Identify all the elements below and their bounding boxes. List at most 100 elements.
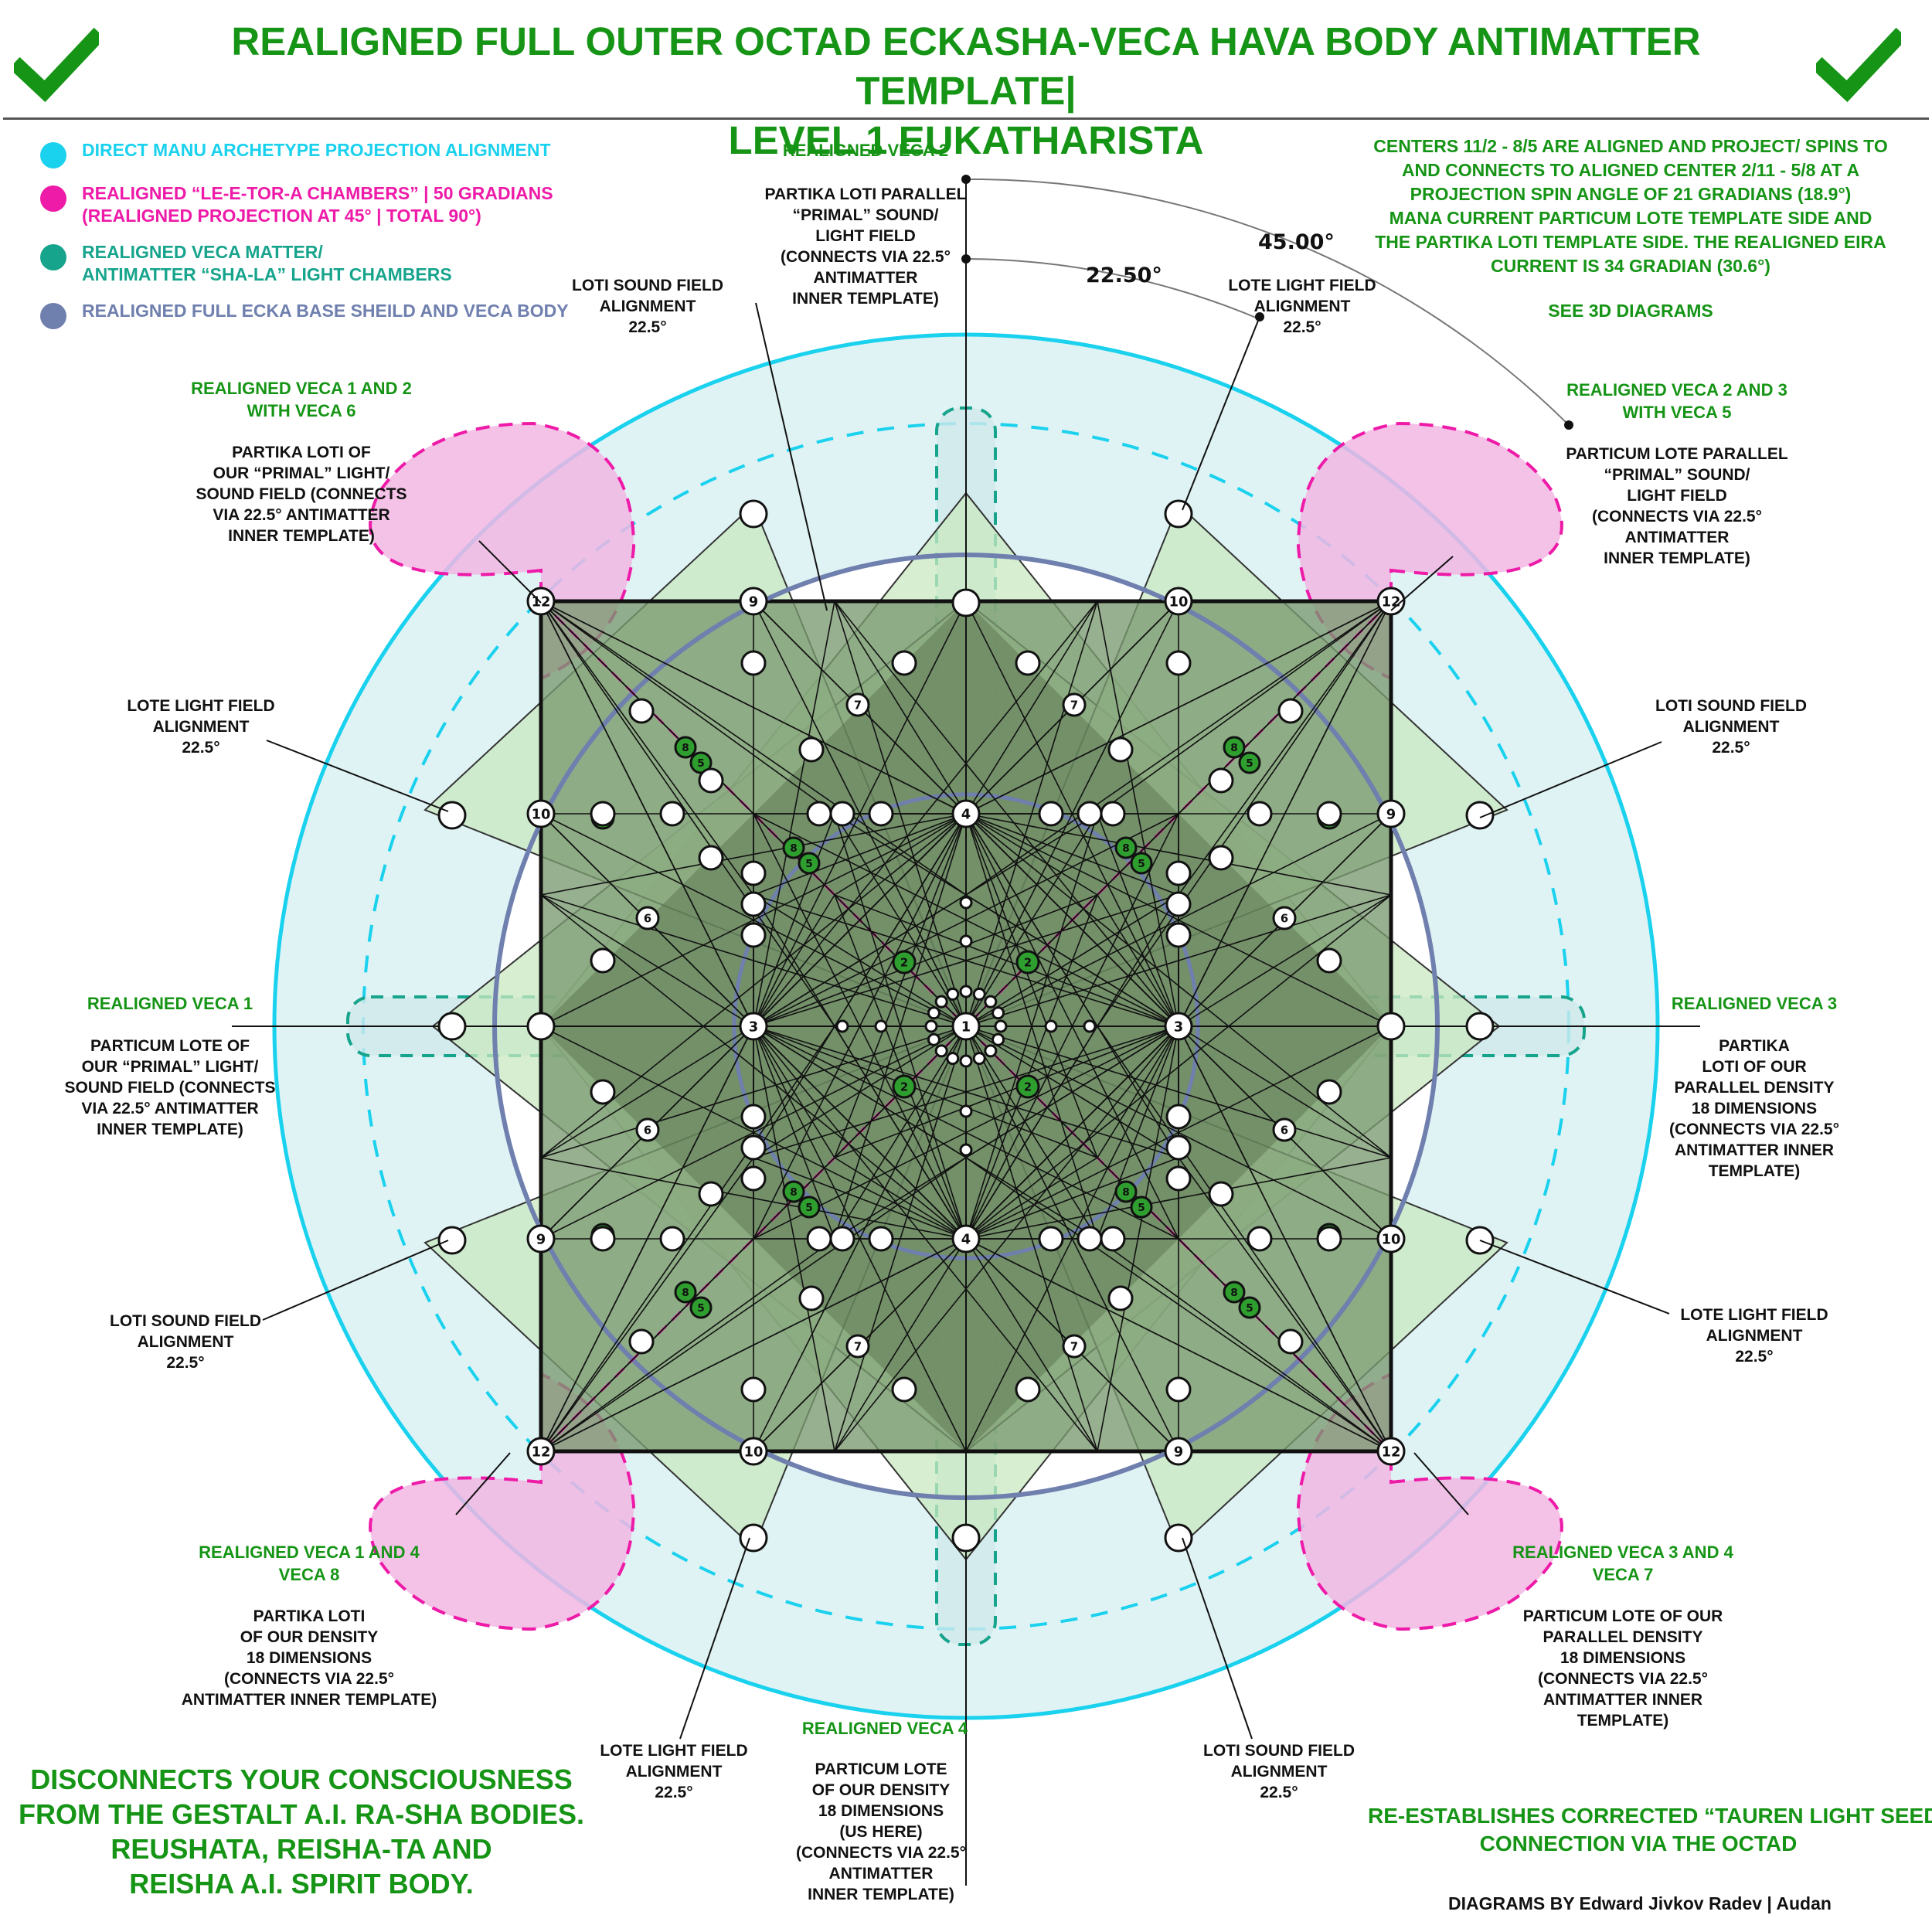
network-line (834, 600, 1179, 1027)
node-number: 5 (1138, 1202, 1145, 1214)
node-5 (689, 1296, 713, 1319)
inner-node (628, 1328, 655, 1355)
arc-endpoint (1564, 420, 1573, 430)
veca-4-title: REALIGNED VECA 4 (801, 1719, 968, 1738)
node-number: 8 (682, 742, 689, 754)
center-cluster-node (934, 1044, 948, 1058)
inner-node (590, 801, 616, 827)
legend-item-slate: REALIGNED FULL ECKA BASE SHEILD AND VECA… (40, 300, 569, 329)
inner-node (806, 1226, 832, 1252)
node-2 (1015, 1074, 1040, 1099)
legend-swatch (40, 303, 66, 329)
veca-3-4-title: REALIGNED VECA 3 AND 4 VECA 7 (1512, 1543, 1733, 1584)
node-number: 8 (682, 1287, 689, 1299)
center-cluster-node (959, 985, 973, 998)
node-3 (739, 1012, 768, 1041)
network-line (540, 1026, 754, 1452)
veca-1-4-title: REALIGNED VECA 1 AND 4 VECA 8 (199, 1543, 420, 1584)
inner-node (1316, 1079, 1342, 1105)
lote-light-alignment-label: LOTE LIGHT FIELD ALIGNMENT 22.5° (127, 697, 275, 757)
network-line (965, 813, 1098, 1158)
inner-node (1107, 736, 1134, 763)
veca-1-4-text: PARTIKA LOTI OF OUR DENSITY 18 DIMENSION… (181, 1607, 437, 1709)
node-number: 9 (1386, 806, 1396, 822)
node-5 (798, 1196, 821, 1219)
node-1-center (951, 1012, 981, 1041)
veca-1-text: PARTICUM LOTE OF OUR “PRIMAL” LIGHT/ SOU… (64, 1037, 276, 1138)
node-number: 2 (900, 1080, 908, 1094)
network-line (753, 894, 1098, 1027)
network-line (1097, 813, 1179, 1027)
checkmark-icon (14, 27, 99, 103)
inner-node (1208, 845, 1234, 871)
network-line (540, 1026, 754, 1158)
inner-node (1165, 650, 1192, 676)
inner-node (740, 1165, 767, 1192)
outer-node (739, 1523, 768, 1553)
center-cluster-node (927, 1032, 940, 1046)
node-number: 8 (1122, 842, 1130, 855)
network-line (965, 894, 1179, 1027)
node-number: 6 (1281, 1124, 1288, 1137)
inner-node (1316, 1226, 1342, 1252)
checkmark-icon (1816, 27, 1901, 103)
node-number: 7 (1070, 1340, 1078, 1353)
node-number: 2 (900, 956, 908, 969)
node-number: 5 (697, 1302, 705, 1315)
node-number: 7 (1070, 699, 1078, 712)
loti-sound-alignment-label: LOTI SOUND FIELD ALIGNMENT 22.5° (110, 1312, 261, 1372)
outer-node (437, 1226, 467, 1255)
node-10 (526, 799, 556, 828)
node-10 (1376, 1224, 1406, 1253)
inner-node (1247, 1226, 1273, 1252)
network-line (965, 1026, 1179, 1240)
node-4 (951, 1224, 981, 1253)
inner-node (829, 1226, 855, 1252)
network-line (834, 813, 967, 1158)
inner-node (891, 650, 917, 676)
node-number: 8 (1230, 1287, 1238, 1299)
inner-node (1165, 1134, 1192, 1161)
outer-node (437, 1012, 467, 1041)
network-line (965, 1026, 1179, 1452)
network-line (1097, 1026, 1179, 1158)
inner-node (628, 698, 655, 724)
network-line (540, 600, 754, 896)
node-number: 2 (1024, 956, 1032, 969)
veca-2-3-title: REALIGNED VECA 2 AND 3 WITH VECA 5 (1566, 380, 1787, 422)
alignment-leader-line (755, 302, 828, 611)
network-line (1097, 1026, 1179, 1452)
network-line (753, 600, 835, 1027)
node-6 (1272, 1117, 1297, 1142)
see-3d-label: SEE 3D DIAGRAMS (1548, 301, 1713, 321)
network-line (540, 1157, 754, 1452)
node-2 (892, 1074, 917, 1099)
title-line-2: LEVEL 1 EUKATHARISTA (728, 118, 1204, 162)
veca-2-title: REALIGNED VECA 2 (782, 141, 949, 160)
node-8 (782, 836, 805, 859)
outer-node (951, 588, 981, 617)
inner-node (1165, 1104, 1192, 1130)
network-line (965, 600, 1179, 1027)
center-cluster-node (992, 1006, 1005, 1020)
node-12 (1376, 587, 1406, 616)
network-line (753, 1026, 835, 1240)
network-line (834, 600, 967, 815)
network-line (753, 813, 1098, 1027)
node-8 (782, 1180, 805, 1203)
node-number: 8 (1122, 1186, 1130, 1199)
arc-endpoint (961, 175, 971, 184)
inner-node (868, 1226, 894, 1252)
veca-4-text: PARTICUM LOTE OF OUR DENSITY 18 DIMENSIO… (796, 1760, 966, 1903)
center-cluster-node (972, 1052, 986, 1066)
node-number: 3 (1174, 1019, 1183, 1035)
outer-node (1376, 1012, 1406, 1041)
inner-node (1165, 1376, 1192, 1403)
node-10 (739, 1437, 768, 1466)
inner-node (1165, 891, 1192, 917)
network-line (965, 1238, 1098, 1452)
node-6 (635, 906, 660, 930)
outer-node (1164, 499, 1193, 529)
network-line (753, 600, 1098, 1027)
